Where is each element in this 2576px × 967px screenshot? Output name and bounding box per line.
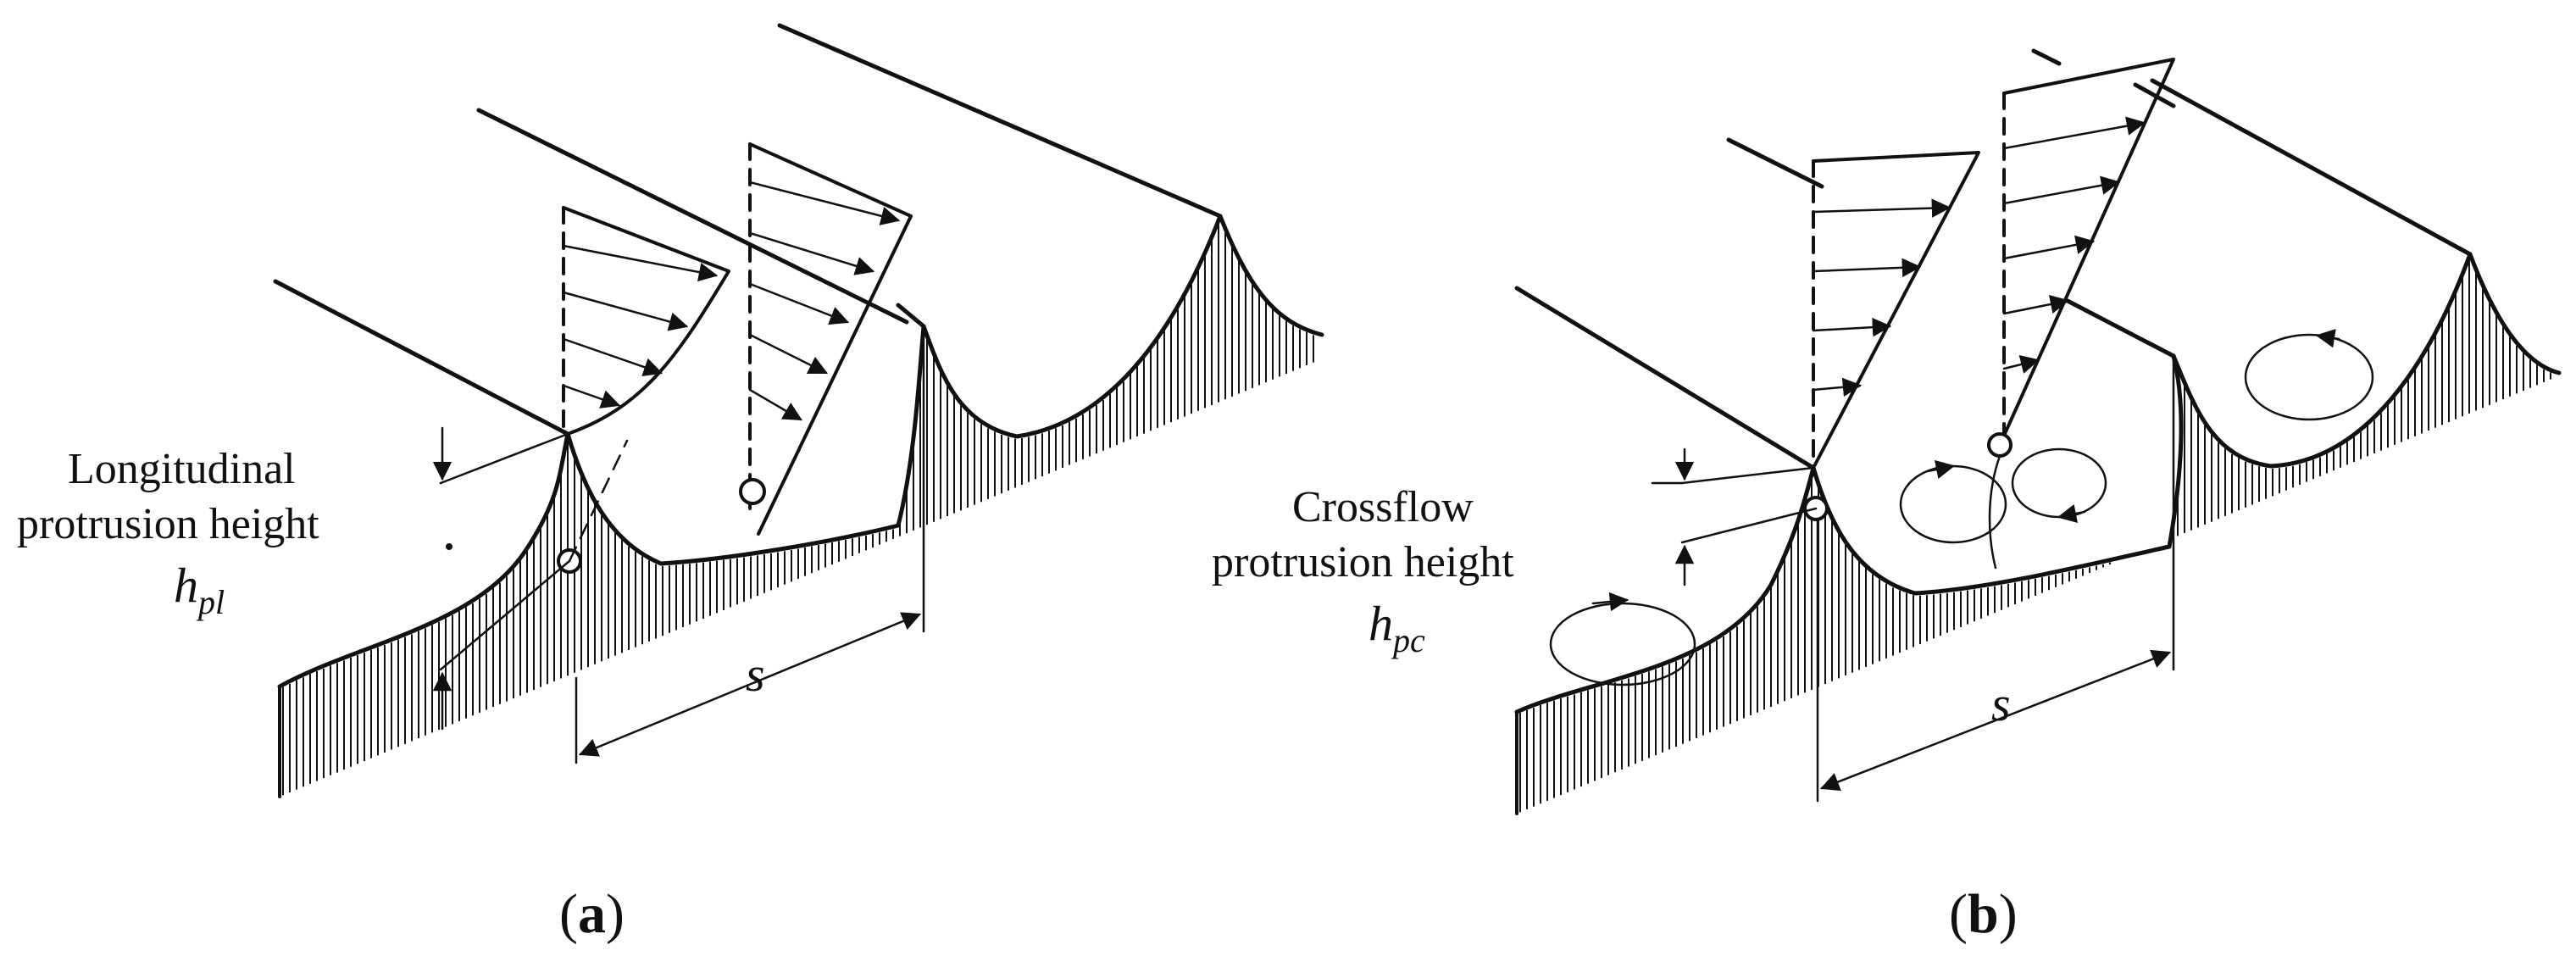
virtual-origin-marker-a2 bbox=[739, 478, 766, 505]
symbol-main-a: h bbox=[174, 558, 198, 613]
secondary-vortex-group-b bbox=[1549, 329, 2374, 686]
protrusion-height-dimension-a bbox=[432, 426, 571, 731]
riblet-section-hatching-b bbox=[1519, 258, 2551, 813]
velocity-profile-1-a bbox=[562, 206, 730, 436]
spacing-dimension-a bbox=[575, 325, 925, 764]
panel-b: s Crossflow protrusion height hpc (b) bbox=[1212, 48, 2562, 945]
protrusion-height-dimension-b bbox=[1651, 447, 1818, 586]
riblet-crest-edges-b bbox=[1514, 48, 2473, 470]
protrusion-label-line1-a: Longitudinal bbox=[68, 445, 296, 493]
vortex-left-b bbox=[1549, 602, 1696, 686]
velocity-profile-2-b bbox=[1998, 58, 2175, 447]
vortex-mid-right-b bbox=[2011, 447, 2107, 519]
riblet-surface-profile-b bbox=[1514, 252, 2562, 714]
spacing-dimension-b bbox=[1816, 354, 2175, 803]
origin-construction-line-a bbox=[568, 439, 629, 563]
vortex-right-b bbox=[2244, 333, 2374, 421]
velocity-profile-1-b bbox=[1812, 151, 1980, 476]
panel-tag-b: (b) bbox=[1949, 883, 2018, 945]
symbol-main-b: h bbox=[1368, 596, 1393, 651]
riblet-crest-edges-a bbox=[273, 23, 1223, 436]
origin-construction-line-b bbox=[1988, 454, 2001, 570]
protrusion-label-line2-b: protrusion height bbox=[1212, 538, 1514, 586]
spacing-label-a: s bbox=[746, 647, 765, 702]
panel-a: s Longitudinal protrusion height hpl (a) bbox=[17, 23, 1324, 945]
riblet-surface-profile-a bbox=[277, 214, 1324, 689]
protrusion-symbol-a: hpl bbox=[174, 558, 225, 621]
virtual-origin-marker-b2 bbox=[1987, 432, 2012, 458]
symbol-sub-a: pl bbox=[196, 583, 225, 621]
protrusion-label-line2-a: protrusion height bbox=[17, 500, 319, 548]
symbol-sub-b: pc bbox=[1391, 621, 1425, 659]
protrusion-label-line1-b: Crossflow bbox=[1292, 483, 1474, 531]
riblet-section-hatching-a bbox=[282, 222, 1314, 796]
protrusion-symbol-b: hpc bbox=[1368, 596, 1425, 659]
spacing-label-b: s bbox=[1991, 676, 2011, 731]
velocity-profile-2-a bbox=[748, 142, 913, 536]
panel-tag-a: (a) bbox=[559, 883, 625, 945]
